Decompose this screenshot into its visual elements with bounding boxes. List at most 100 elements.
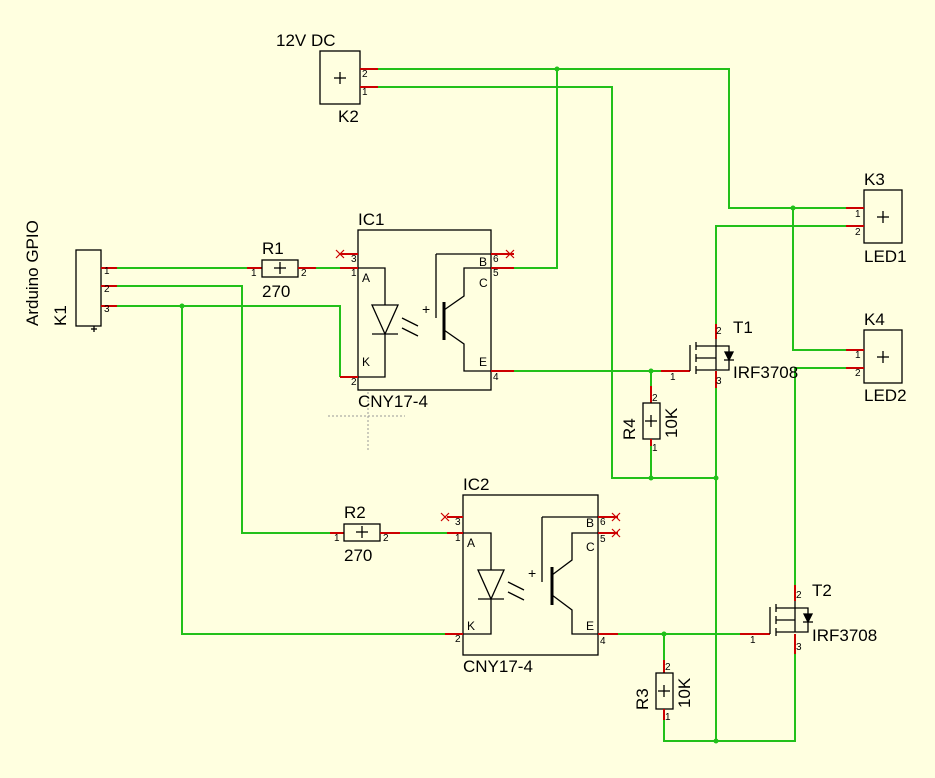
wire-r3-ground <box>663 654 796 742</box>
k2-pin-1: 1 <box>362 87 368 98</box>
ic2-pin-3: 3 <box>455 517 461 528</box>
r4-pin-1: 1 <box>652 443 658 454</box>
ic1-pin-1: 1 <box>351 268 357 279</box>
wire-rail-to-k4 <box>792 208 860 351</box>
r4-value-label: 10K <box>662 407 681 438</box>
junction-dot <box>648 475 654 481</box>
k1-pin-3: 3 <box>104 304 110 315</box>
k3-pin-2: 2 <box>855 227 861 238</box>
ic1-ref-label: IC1 <box>358 210 384 229</box>
r2-pin-2: 2 <box>383 533 389 544</box>
ic2-pin-6: 6 <box>600 517 606 528</box>
junction-dot <box>554 66 560 72</box>
t1-pin-3: 3 <box>716 376 722 387</box>
t1-ref-label: T1 <box>733 318 753 337</box>
r1-pin-1: 1 <box>251 268 257 279</box>
k4-pin-2: 2 <box>855 368 861 379</box>
connector-k1[interactable]: 1 2 3 Arduino GPIO K1 <box>23 220 117 332</box>
k2-value-label: 12V DC <box>276 31 336 50</box>
ic1-pin-2: 2 <box>351 377 357 388</box>
wire-k4-pin2-t2-drain <box>794 367 860 585</box>
k4-ref-label: K4 <box>864 310 885 329</box>
k3-value-label: LED1 <box>864 247 907 266</box>
t1-pin-2: 2 <box>716 326 722 337</box>
r3-value-label: 10K <box>675 677 694 708</box>
t2-pin-3: 3 <box>796 642 802 653</box>
ic1-pin-name-k: K <box>362 355 370 369</box>
ic1-pin-3: 3 <box>351 254 357 265</box>
connector-k2[interactable]: 2 1 12V DC K2 <box>276 31 378 126</box>
r2-ref-label: R2 <box>344 503 366 522</box>
wire-k3-pin2-t1-drain <box>715 225 860 324</box>
wire-k2-pin2-rail <box>378 68 860 209</box>
k1-pin-2: 2 <box>104 284 110 295</box>
ic2-pin-name-c: C <box>586 540 595 554</box>
ic2-pin-name-e: E <box>586 619 594 633</box>
ic1-value-label: CNY17-4 <box>358 392 428 411</box>
wire-k1-pin3-cathodes <box>117 305 341 377</box>
wire-ic2-cathode-gnd <box>181 306 445 635</box>
ic1-pin-name-b: B <box>479 255 487 269</box>
wire-k2-pin1-ground <box>378 86 716 479</box>
r2-value-label: 270 <box>344 546 372 565</box>
k3-pin-1: 1 <box>855 209 861 220</box>
ic2-value-label: CNY17-4 <box>463 657 533 676</box>
k1-value-label: Arduino GPIO <box>23 220 42 326</box>
wires <box>117 66 860 744</box>
t2-pin-1: 1 <box>750 635 756 646</box>
ic2-pin-name-b: B <box>586 516 594 530</box>
wire-k1-pin2-r2 <box>117 285 330 534</box>
r1-ref-label: R1 <box>262 239 284 258</box>
ic2-pin-name-k: K <box>467 619 475 633</box>
junction-dot <box>790 205 796 211</box>
ic1-pin-name-e: E <box>479 355 487 369</box>
resistor-r2[interactable]: 1 2 R2 270 <box>330 503 400 565</box>
r3-pin-1: 1 <box>665 712 671 723</box>
optocoupler-ic2[interactable]: 1 2 3 4 5 6 A K B C E + IC2 CNY17-4 <box>440 475 621 676</box>
ic1-pin-5: 5 <box>493 268 499 279</box>
ic2-pin-4: 4 <box>600 636 606 647</box>
t1-value-label: IRF3708 <box>733 363 798 382</box>
k2-pin-2: 2 <box>362 69 368 80</box>
r4-ref-label: R4 <box>620 418 639 440</box>
t2-value-label: IRF3708 <box>812 626 877 645</box>
mosfet-t1[interactable]: 1 2 3 T1 IRF3708 <box>661 318 798 388</box>
ic1-pin-name-c: C <box>479 276 488 290</box>
t2-pin-2: 2 <box>796 590 802 601</box>
wire-ic1-collector <box>514 69 558 269</box>
cursor-crosshair <box>328 392 405 452</box>
connector-k4[interactable]: 1 2 K4 LED2 <box>846 310 907 405</box>
connector-k3[interactable]: 1 2 K3 LED1 <box>846 170 907 266</box>
mosfet-t2[interactable]: 1 2 3 T2 IRF3708 <box>740 581 877 654</box>
r3-pin-2: 2 <box>665 662 671 673</box>
resistor-r1[interactable]: 1 2 R1 270 <box>247 239 316 301</box>
optocoupler-ic1[interactable]: 1 2 3 4 5 6 A K B C E + IC1 CNY17-4 <box>335 210 515 411</box>
junction-dot <box>713 475 719 481</box>
r3-ref-label: R3 <box>633 688 652 710</box>
junction-dot <box>661 631 667 637</box>
resistor-r3[interactable]: 2 1 R3 10K <box>633 660 694 723</box>
r2-pin-1: 1 <box>334 533 340 544</box>
ic1-pin-6: 6 <box>493 254 499 265</box>
r1-value-label: 270 <box>262 282 290 301</box>
resistor-r4[interactable]: 2 1 R4 10K <box>620 386 681 454</box>
k1-pin-1: 1 <box>104 266 110 277</box>
ic2-pin-5: 5 <box>600 534 606 545</box>
k1-ref-label: K1 <box>51 305 70 326</box>
t2-ref-label: T2 <box>812 581 832 600</box>
k2-ref-label: K2 <box>338 107 359 126</box>
r4-pin-2: 2 <box>652 393 658 404</box>
ic1-pin-name-a: A <box>362 271 370 285</box>
ic1-plus-mark: + <box>422 301 430 317</box>
ic2-plus-mark: + <box>528 565 536 581</box>
junction-dot <box>648 368 654 374</box>
junction-dot <box>713 738 719 744</box>
k3-ref-label: K3 <box>864 170 885 189</box>
r1-pin-2: 2 <box>301 268 307 279</box>
ic2-ref-label: IC2 <box>463 475 489 494</box>
ic2-pin-name-a: A <box>467 536 475 550</box>
k4-value-label: LED2 <box>864 386 907 405</box>
ic2-pin-1: 1 <box>455 533 461 544</box>
junction-dot <box>179 303 185 309</box>
